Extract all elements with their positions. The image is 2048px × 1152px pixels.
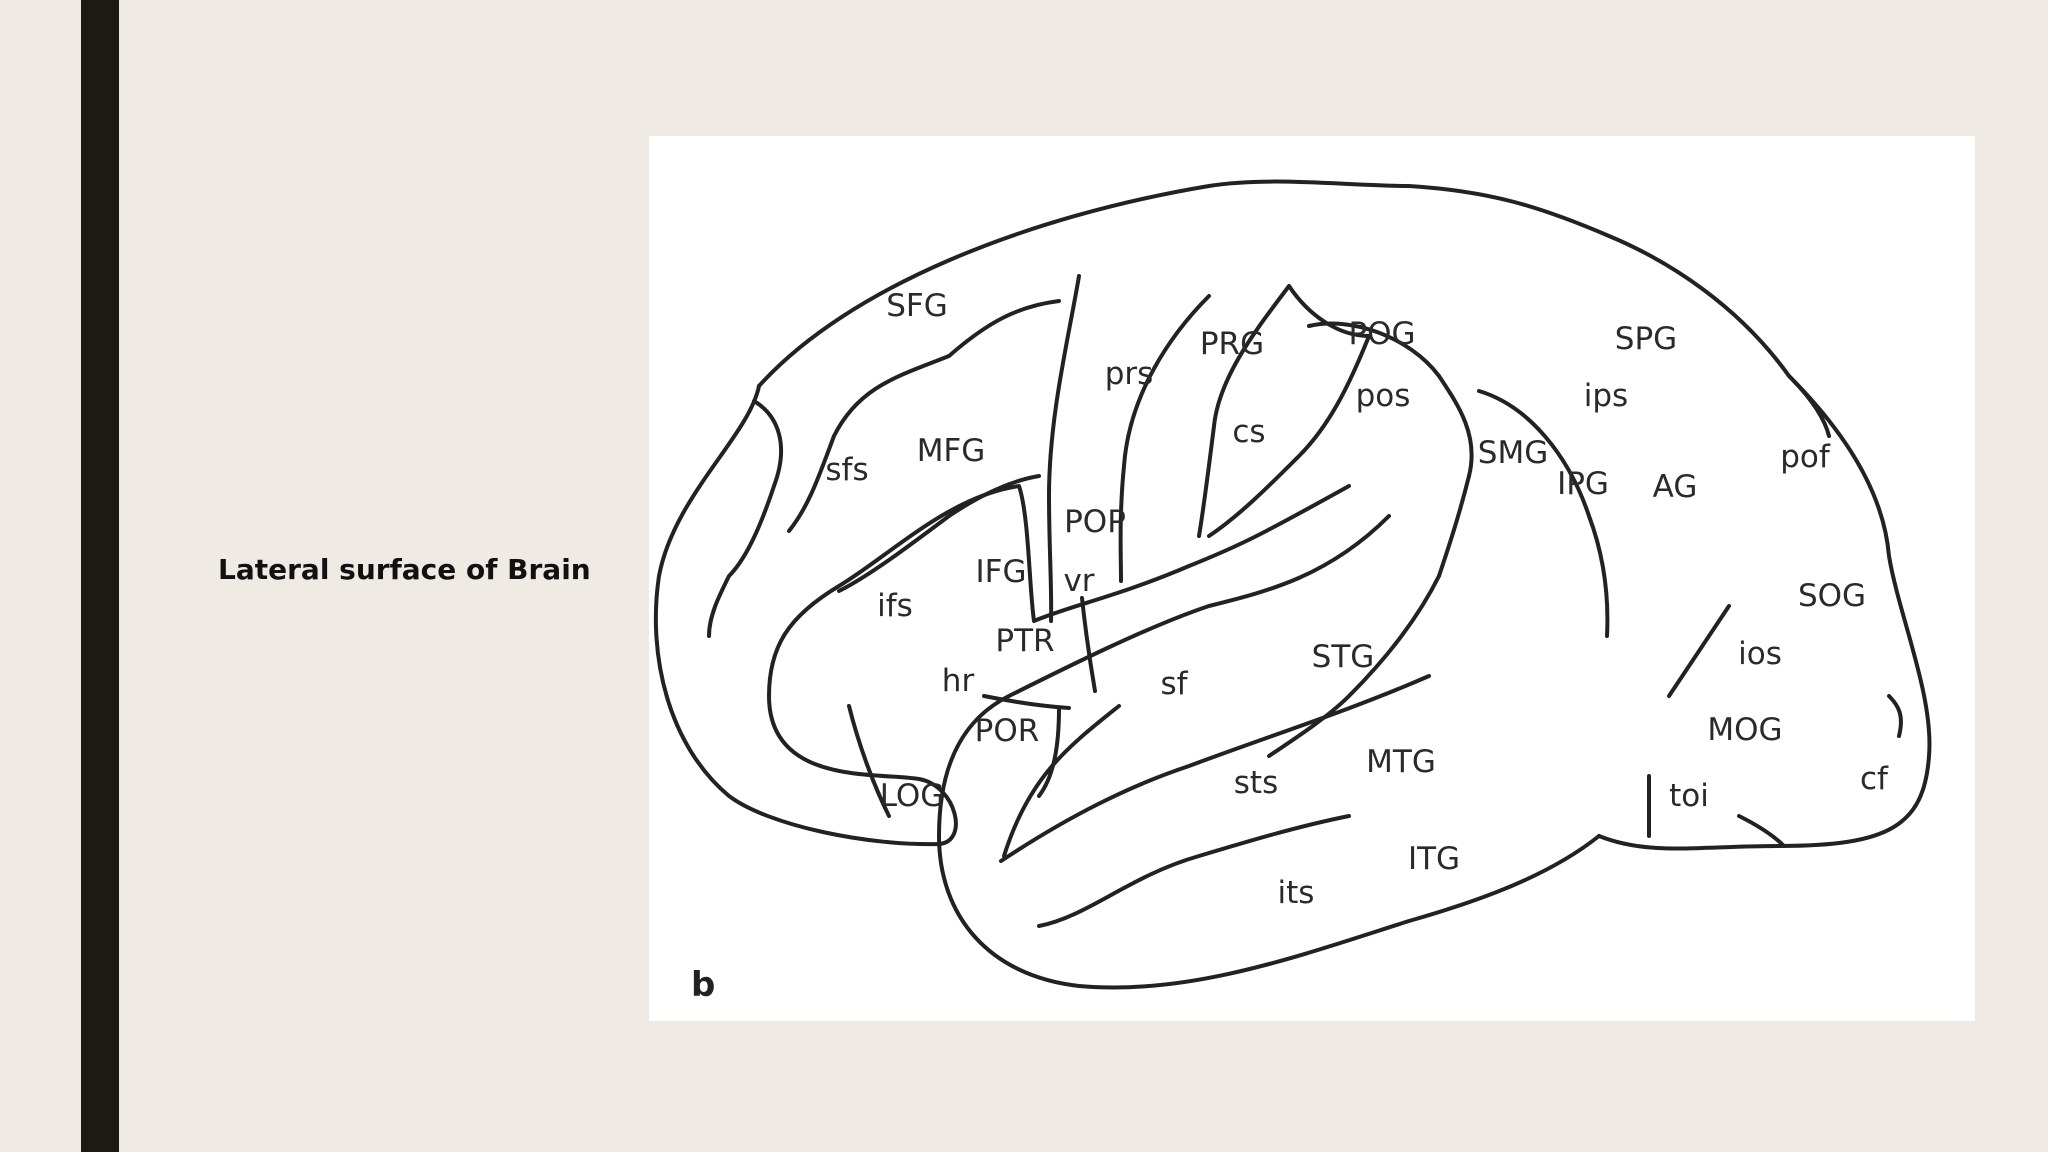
label-itg: ITG: [1408, 841, 1460, 877]
label-ipg: IPG: [1557, 466, 1609, 502]
its-line: [1037, 814, 1351, 928]
mog-lower-line: [1737, 814, 1786, 848]
smg-line: [1207, 334, 1371, 538]
label-pog: POG: [1348, 316, 1415, 352]
panel-letter: b: [691, 965, 715, 1005]
label-vr: vr: [1063, 563, 1094, 599]
label-ptr: PTR: [995, 623, 1054, 659]
label-smg: SMG: [1478, 435, 1548, 471]
label-its: its: [1278, 875, 1315, 911]
sts-line: [999, 674, 1431, 863]
label-pof: pof: [1780, 439, 1831, 475]
vr-line: [1080, 596, 1097, 693]
por-line: [1037, 706, 1061, 798]
ag-line: [1477, 389, 1610, 638]
label-ios: ios: [1738, 636, 1782, 672]
label-log: LOG: [880, 778, 945, 814]
label-ifg: IFG: [976, 554, 1027, 590]
label-hr: hr: [942, 663, 975, 699]
middle-frontal-boundary: [787, 299, 1061, 533]
label-mtg: MTG: [1366, 744, 1436, 780]
label-prs: prs: [1105, 356, 1154, 392]
label-spg: SPG: [1615, 321, 1677, 357]
label-ifs: ifs: [877, 588, 913, 624]
label-ag: AG: [1653, 469, 1698, 505]
label-sog: SOG: [1798, 578, 1866, 614]
postcentral-sulcus: [1197, 284, 1291, 538]
label-toi: toi: [1669, 778, 1709, 814]
ag-lower-line: [1267, 574, 1441, 758]
label-pop: POP: [1064, 504, 1126, 540]
region-labels: SFG PRG POG SPG prs ips pos cs sfs MFG S…: [691, 288, 1889, 1005]
label-cs: cs: [1232, 414, 1265, 450]
central-sulcus: [1118, 294, 1211, 583]
label-cf: cf: [1860, 761, 1889, 797]
inferior-frontal-sulcus: [837, 474, 1041, 593]
precentral-sulcus: [1047, 274, 1081, 623]
ios-line: [1667, 604, 1731, 698]
accent-bar: [81, 0, 119, 1152]
temporal-lobe: [937, 694, 1601, 990]
intraparietal-sulcus: [1307, 321, 1474, 478]
label-sts: sts: [1234, 765, 1278, 801]
brain-diagram-figure: SFG PRG POG SPG prs ips pos cs sfs MFG S…: [649, 136, 1975, 1021]
sylvian-fissure: [1007, 514, 1391, 698]
label-pos: pos: [1356, 378, 1411, 414]
label-mfg: MFG: [917, 433, 986, 469]
label-sf: sf: [1160, 666, 1188, 702]
ipg-line: [1437, 474, 1471, 578]
superior-frontal-sulcus: [707, 399, 783, 638]
label-stg: STG: [1312, 639, 1375, 675]
brain-diagram: SFG PRG POG SPG prs ips pos cs sfs MFG S…: [653, 179, 1932, 1005]
outer-contour: [653, 384, 1351, 847]
label-ips: ips: [1584, 378, 1628, 414]
label-sfg: SFG: [886, 288, 948, 324]
pof-line: [1787, 374, 1831, 438]
slide-caption: Lateral surface of Brain: [218, 553, 591, 586]
top-contour: [757, 179, 1932, 851]
label-sfs: sfs: [825, 452, 868, 488]
log-line: [847, 704, 891, 818]
label-mog: MOG: [1707, 712, 1782, 748]
pos-line: [1287, 284, 1371, 338]
brain-outline: [653, 179, 1932, 990]
label-por: POR: [975, 713, 1040, 749]
cf-line: [1887, 694, 1903, 738]
label-prg: PRG: [1200, 326, 1264, 362]
